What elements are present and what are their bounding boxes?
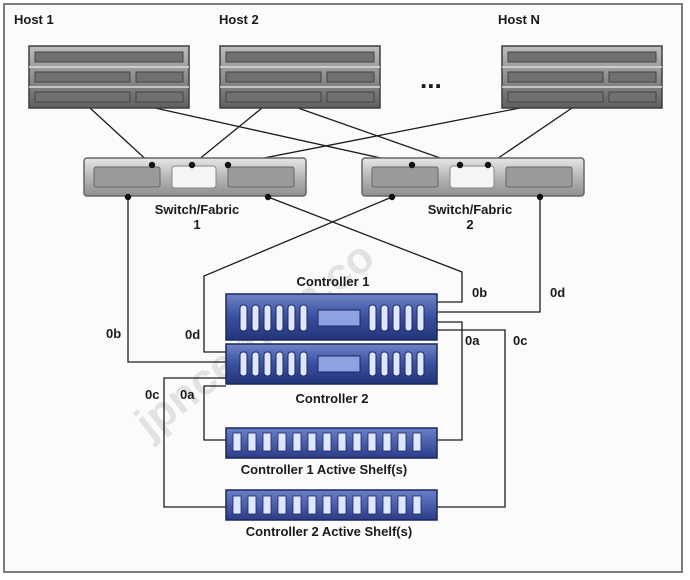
- cable-host1-switch2: [154, 107, 413, 166]
- shelf-controller-1: Controller 1 Active Shelf(s): [225, 427, 438, 477]
- cable-hostN-switch1: [227, 107, 521, 166]
- controller-1-label: Controller 1: [297, 274, 370, 289]
- cable-switch1-controller2-0b: [127, 197, 226, 363]
- cable-switch2-controller2-0d: [203, 196, 393, 353]
- port-label-c2-0a: 0a: [180, 387, 195, 402]
- shelf-label: Controller 2 Active Shelf(s): [246, 524, 412, 539]
- host-label: Host 1: [14, 12, 54, 27]
- cable-controller1-shelf2-0c: [437, 329, 506, 508]
- host-1: Host 1: [14, 12, 190, 109]
- shelf-controller-2: Controller 2 Active Shelf(s): [225, 489, 438, 539]
- cable-controller2-shelf2-0c: [163, 377, 226, 508]
- port-label-c2-0c: 0c: [145, 387, 159, 402]
- port-label-c1-0c: 0c: [513, 333, 527, 348]
- controller-2: [225, 343, 438, 385]
- controller-1: [225, 293, 438, 341]
- host-2: Host 2: [219, 12, 381, 109]
- host-n: Host N: [498, 12, 663, 109]
- host-label: Host 2: [219, 12, 259, 27]
- port-label-c2-0d: 0d: [185, 327, 200, 342]
- cable-switch1-controller1-0b: [267, 196, 463, 303]
- port-label-c1-0b: 0b: [472, 285, 487, 300]
- cable-controller1-shelf1-0a: [437, 321, 463, 441]
- cable-hostN-switch2: [487, 107, 573, 166]
- port-label-c1-0a: 0a: [465, 333, 480, 348]
- cable-switch2-controller1-0d: [437, 197, 541, 313]
- shelf-label: Controller 1 Active Shelf(s): [241, 462, 407, 477]
- switch-label-number: 2: [466, 217, 473, 232]
- cable-host2-switch2: [297, 107, 461, 166]
- controller-2-label: Controller 2: [296, 391, 369, 406]
- cable-controller2-shelf1-0a: [203, 385, 226, 441]
- switch-fabric-2: Switch/Fabric 2: [361, 157, 585, 232]
- port-label-c2-0b: 0b: [106, 326, 121, 341]
- switch-label: Switch/Fabric: [155, 202, 240, 217]
- host-label: Host N: [498, 12, 540, 27]
- switch-label: Switch/Fabric: [428, 202, 513, 217]
- port-label-c1-0d: 0d: [550, 285, 565, 300]
- switch-fabric-1: Switch/Fabric 1: [83, 157, 307, 232]
- cable-host2-switch1: [191, 107, 263, 166]
- switch-label-number: 1: [193, 217, 200, 232]
- hosts-ellipsis: ...: [420, 64, 442, 94]
- cables: [89, 107, 573, 508]
- cable-host1-switch1: [89, 107, 153, 166]
